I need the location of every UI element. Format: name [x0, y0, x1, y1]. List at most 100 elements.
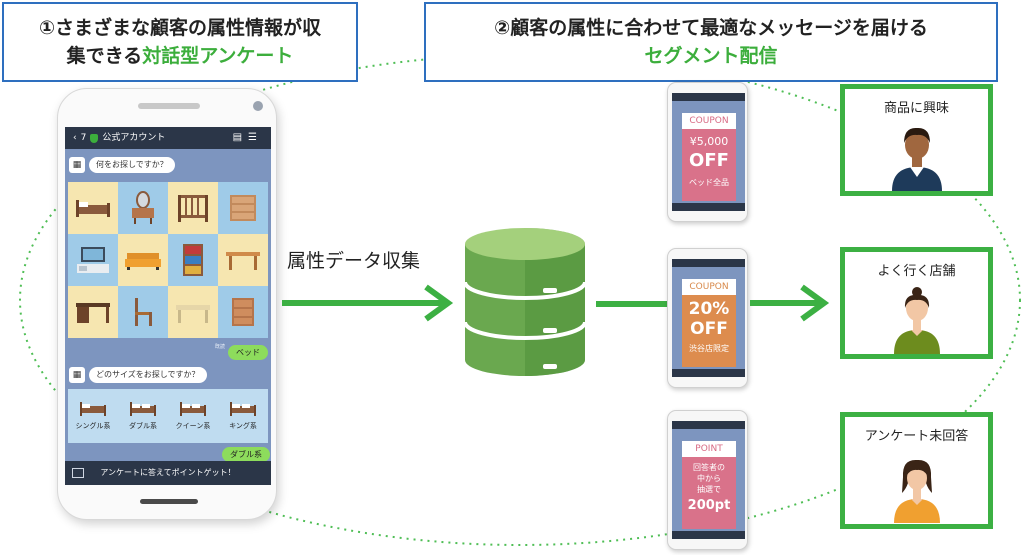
phone-camera — [253, 101, 263, 111]
bookshelf-icon — [183, 244, 203, 276]
header-survey-line1: ①さまざまな顧客の属性情報が収 — [38, 17, 322, 39]
size-option-queen[interactable]: クイーン系 — [168, 389, 218, 443]
arrow-right-icon-2 — [750, 284, 830, 322]
customer-label-interest: 商品に興味 — [883, 101, 949, 116]
point-line-3: 抽選で — [697, 485, 721, 494]
coupon-amount-1: ¥5,000 — [689, 135, 729, 148]
desk-option[interactable] — [68, 286, 118, 338]
man-avatar-icon — [892, 127, 942, 191]
woman-avatar-icon-2 — [894, 459, 940, 523]
size-label-queen: クイーン系 — [175, 422, 211, 430]
single-bed-icon — [80, 402, 106, 416]
desk-icon — [76, 303, 110, 323]
coupon-note-1: ベッド全品 — [689, 178, 729, 187]
chat-title: 公式アカウント — [102, 133, 166, 143]
menu-icon[interactable]: ☰ — [248, 132, 263, 143]
header-survey: ①さまざまな顧客の属性情報が収 集できる対話型アンケート — [2, 2, 358, 82]
question-bubble: 何をお探しですか？ — [89, 157, 175, 173]
coupon-amount-2: 20% — [688, 299, 730, 319]
size-label-single: シングル系 — [75, 422, 111, 430]
customer-box-interest: 商品に興味 — [840, 84, 993, 196]
header-survey-line2: 集できる — [66, 45, 143, 67]
coupon-phone-3: POINT 回答者の 中から 抽選で 200pt — [667, 410, 748, 550]
workbench-icon — [176, 305, 210, 323]
woman-avatar-icon — [894, 287, 940, 354]
point-line-2: 中から — [697, 474, 721, 483]
header-segment-accent: セグメント配信 — [644, 45, 778, 67]
shop-icon-2: ▦ — [69, 367, 85, 383]
tv-stand-icon — [77, 247, 109, 273]
size-label-double: ダブル系 — [129, 422, 157, 430]
flow-label: 属性データ収集 — [287, 250, 421, 272]
chat-phone: ‹ 7 公式アカウント ▤☰ ▦ 何をお探しですか？ — [57, 88, 277, 520]
size-option-single[interactable]: シングル系 — [68, 389, 118, 443]
header-segment: ②顧客の属性に合わせて最適なメッセージを届ける セグメント配信 — [424, 2, 998, 82]
chair-icon — [135, 298, 152, 326]
reply-bubble-2: ダブル系 — [222, 447, 270, 462]
point-amount: 200pt — [687, 498, 731, 513]
home-indicator — [140, 499, 198, 504]
connector-line — [596, 301, 668, 307]
coupon-tag-2: COUPON — [682, 279, 736, 295]
reply-bubble: ベッド — [228, 345, 268, 360]
workbench-option[interactable] — [168, 286, 218, 338]
footer-label: アンケートに答えてポイントゲット！ — [100, 468, 236, 477]
phone-speaker — [138, 103, 200, 109]
chair-option[interactable] — [118, 286, 168, 338]
table-option[interactable] — [218, 234, 268, 286]
sofa-icon — [125, 253, 161, 270]
bed-option[interactable] — [68, 182, 118, 234]
note-icon[interactable]: ▤ — [232, 132, 249, 143]
customer-label-store: よく行く店舗 — [877, 264, 956, 279]
size-option-king[interactable]: キング系 — [218, 389, 268, 443]
shop-icon: ▦ — [69, 157, 85, 173]
point-line-1: 回答者の — [693, 463, 725, 472]
bed-icon — [76, 200, 110, 217]
database-icon — [463, 228, 587, 376]
chat-screen: ‹ 7 公式アカウント ▤☰ ▦ 何をお探しですか？ — [65, 127, 271, 485]
coupon-note-2: 渋谷店限定 — [689, 344, 729, 353]
coupon-unit-1: OFF — [689, 150, 729, 171]
dresser-icon — [132, 191, 154, 224]
chest-option[interactable] — [218, 182, 268, 234]
point-tag: POINT — [682, 441, 736, 457]
chest-of-drawers-icon — [230, 195, 256, 221]
coupon-phone-2: COUPON 20% OFF 渋谷店限定 — [667, 248, 748, 388]
header-survey-accent: 対話型アンケート — [142, 45, 294, 67]
sofa-option[interactable] — [118, 234, 168, 286]
customer-box-no-response: アンケート未回答 — [840, 412, 993, 529]
crib-icon — [178, 195, 208, 222]
cabinet-option[interactable] — [218, 286, 268, 338]
size-grid: シングル系 ダブル系 クイーン系 キング系 — [68, 389, 268, 443]
customer-label-no-response: アンケート未回答 — [864, 429, 969, 444]
table-icon — [226, 252, 260, 270]
tv-stand-option[interactable] — [68, 234, 118, 286]
coupon-card-1[interactable]: COUPON ¥5,000 OFF ベッド全品 — [682, 113, 736, 201]
coupon-phone-1: COUPON ¥5,000 OFF ベッド全品 — [667, 82, 748, 222]
unread-count: 7 — [80, 133, 87, 143]
king-bed-icon — [230, 402, 256, 416]
shield-icon — [90, 133, 99, 143]
point-card[interactable]: POINT 回答者の 中から 抽選で 200pt — [682, 441, 736, 529]
chat-app-bar: ‹ 7 公式アカウント ▤☰ — [65, 127, 271, 149]
queen-bed-icon — [180, 402, 206, 416]
read-stamp: 既読 — [215, 344, 226, 350]
chat-footer[interactable]: アンケートに答えてポイントゲット！ — [65, 461, 271, 485]
arrow-right-icon — [282, 284, 454, 322]
question-bubble-2: どのサイズをお探しですか？ — [89, 367, 207, 383]
keyboard-icon[interactable] — [72, 468, 84, 478]
size-label-king: キング系 — [229, 422, 257, 430]
header-segment-line1: ②顧客の属性に合わせて最適なメッセージを届ける — [494, 17, 928, 39]
cabinet-icon — [232, 298, 254, 326]
bookshelf-option[interactable] — [168, 234, 218, 286]
coupon-unit-2: OFF — [690, 319, 728, 339]
coupon-card-2[interactable]: COUPON 20% OFF 渋谷店限定 — [682, 279, 736, 367]
size-option-double[interactable]: ダブル系 — [118, 389, 168, 443]
crib-option[interactable] — [168, 182, 218, 234]
back-chevron-icon[interactable]: ‹ — [73, 133, 77, 143]
furniture-grid — [68, 182, 268, 338]
coupon-tag-1: COUPON — [682, 113, 736, 129]
double-bed-icon — [130, 402, 156, 416]
dresser-option[interactable] — [118, 182, 168, 234]
customer-box-store: よく行く店舗 — [840, 247, 993, 359]
